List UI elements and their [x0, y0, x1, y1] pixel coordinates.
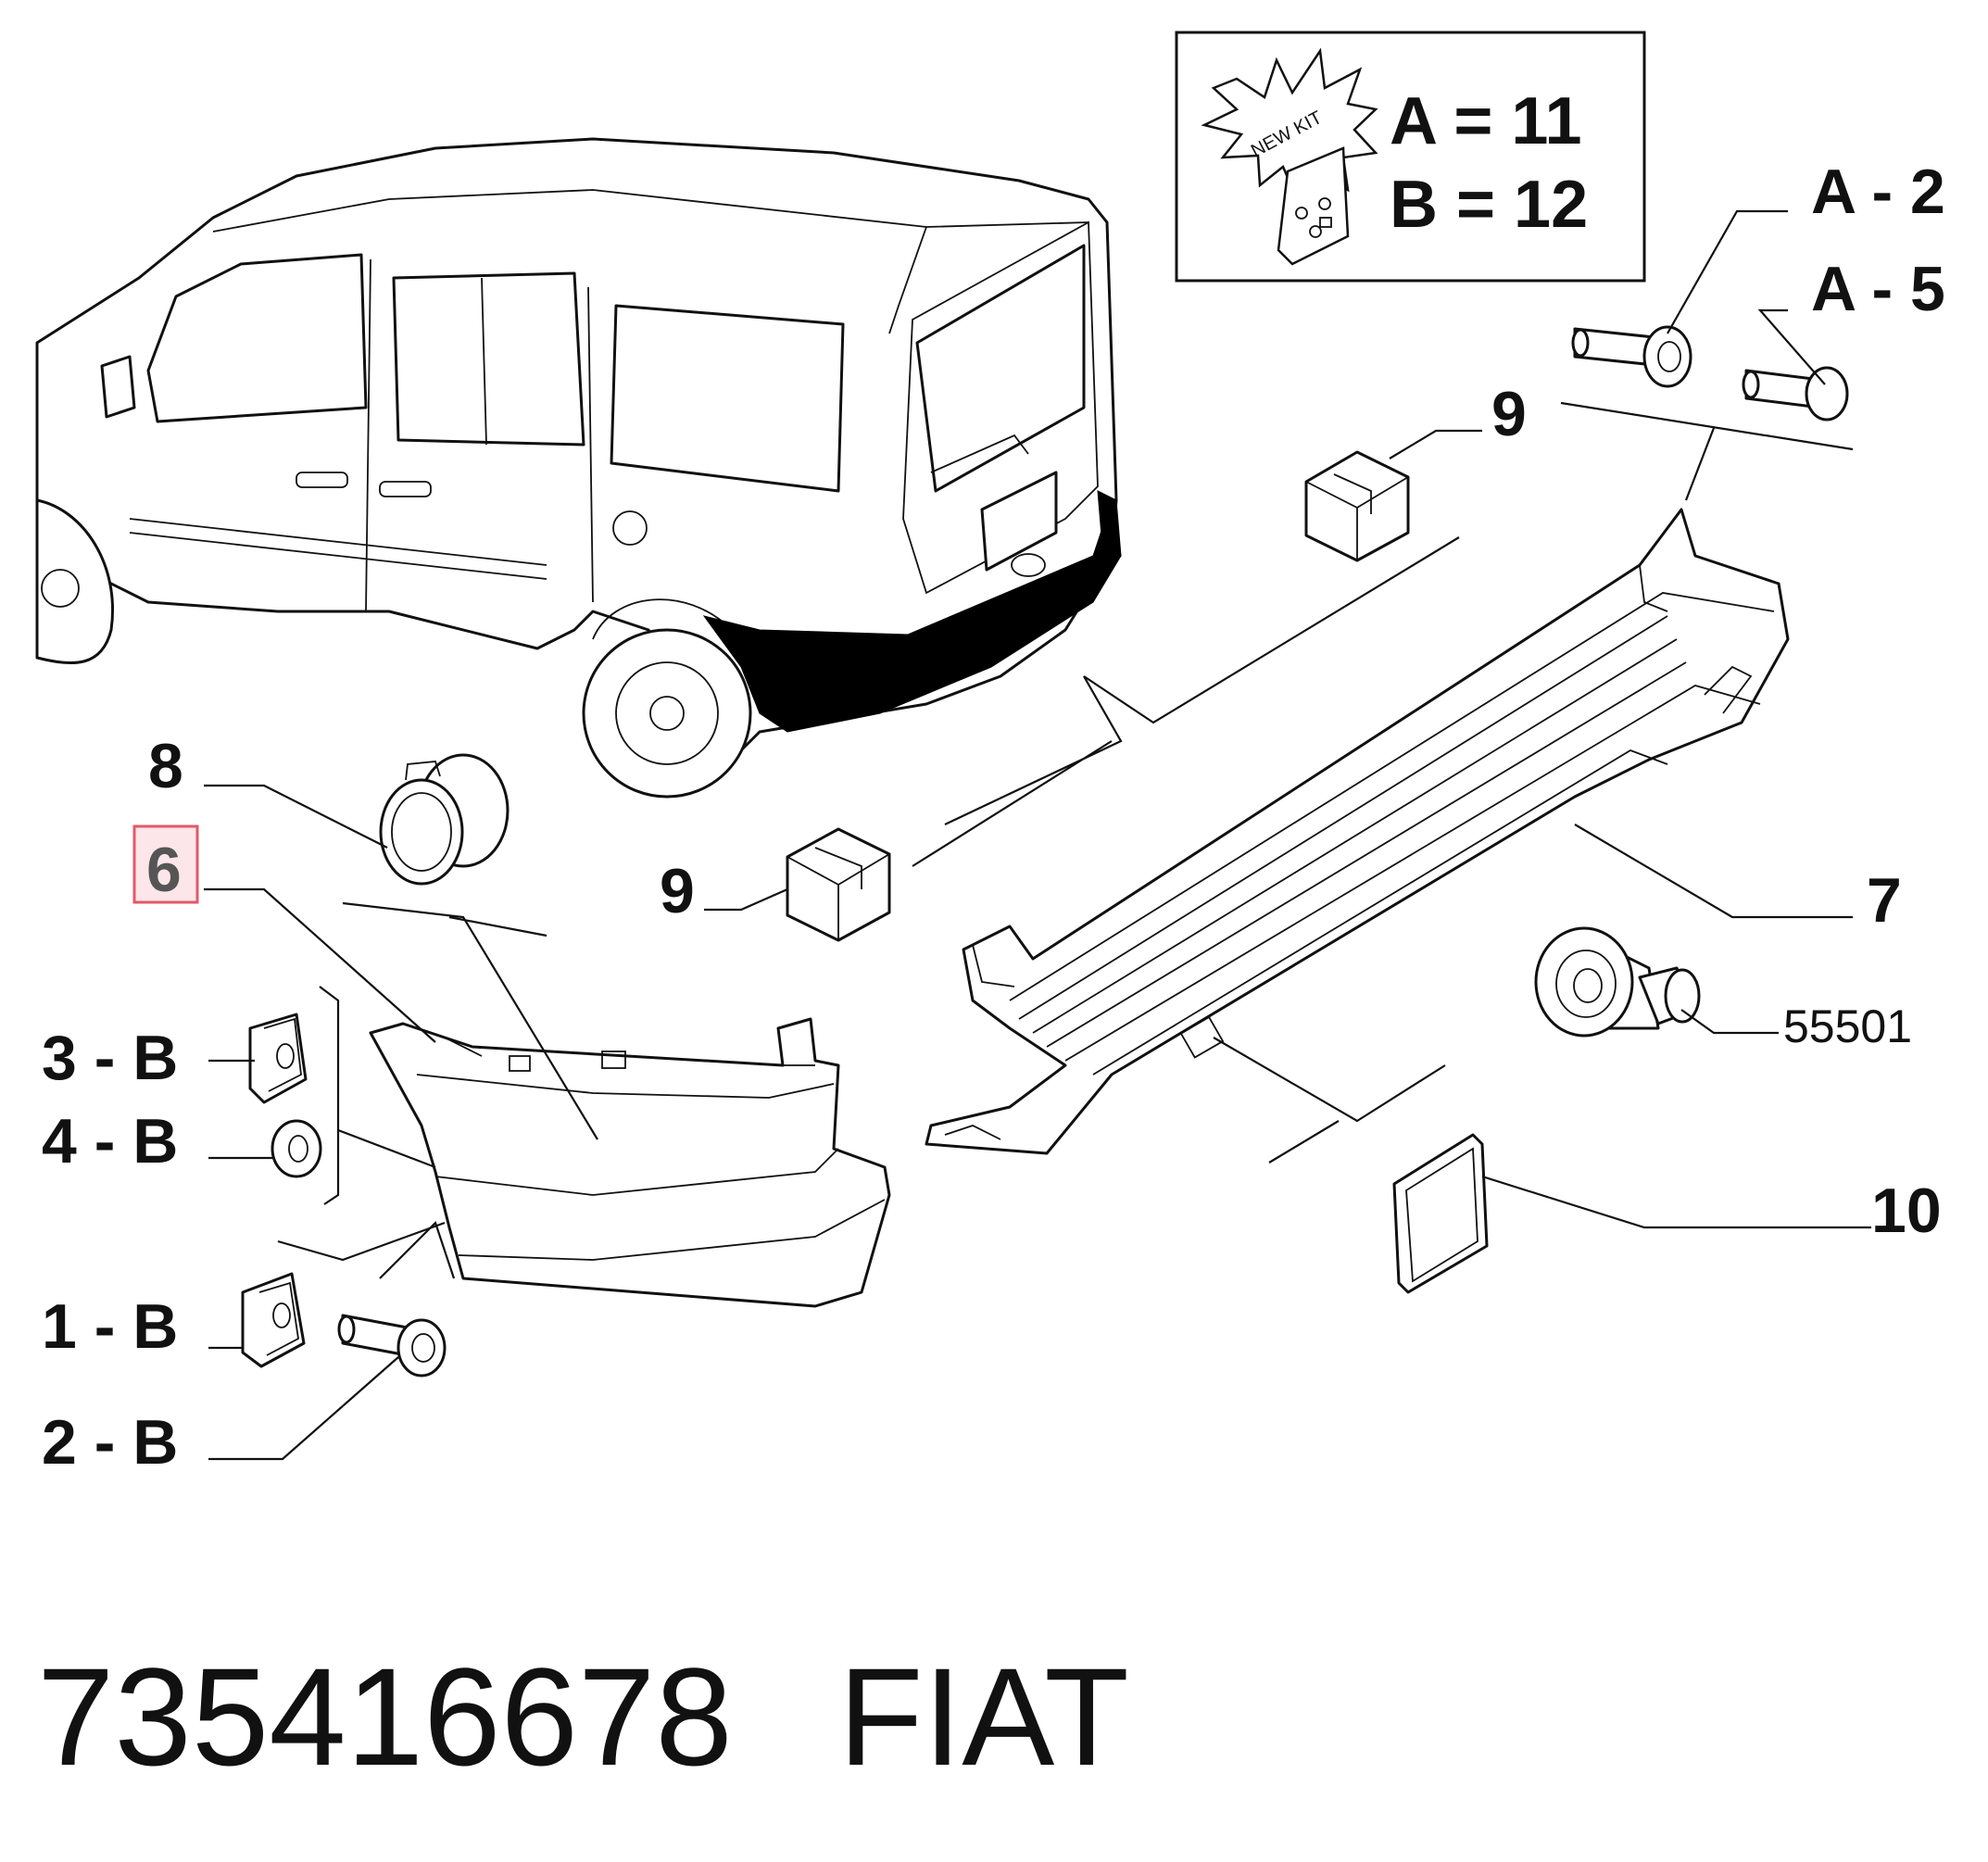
label-1b: 1 - B — [42, 1291, 178, 1362]
label-3b: 3 - B — [42, 1023, 178, 1093]
label-4b: 4 - B — [42, 1106, 178, 1176]
label-9-mid: 9 — [660, 856, 695, 926]
brand-name: FIAT — [838, 1639, 1129, 1794]
label-6-highlighted: 6 — [146, 835, 182, 905]
label-7: 7 — [1867, 865, 1902, 936]
clip-9-top — [1304, 450, 1410, 562]
van-illustration — [35, 137, 1122, 799]
plate-10 — [1392, 1133, 1489, 1294]
label-9-top: 9 — [1491, 379, 1527, 449]
highlight-box-6 — [132, 824, 199, 904]
rear-bumper-7 — [925, 508, 1790, 1155]
bumper-corner-6 — [369, 1017, 891, 1308]
label-a2: A - 2 — [1811, 157, 1945, 227]
legend-box: NEW KIT A = 11 B = 12 — [1175, 31, 1646, 283]
label-55501: 55501 — [1783, 1000, 1912, 1052]
callout-labels: A - 2 A - 5 9 8 6 9 7 55501 3 - B 4 - B … — [42, 157, 1945, 1478]
footer: 735416678 FIAT — [37, 1639, 1129, 1794]
bolt-a5 — [1742, 366, 1849, 421]
clip-3b — [248, 1013, 308, 1104]
leader-lines — [204, 209, 1871, 1461]
washer-4b — [271, 1119, 322, 1178]
bolt-2b — [337, 1314, 447, 1378]
kit-bag-icon — [1277, 146, 1350, 266]
bolt-a2 — [1571, 325, 1692, 388]
label-10: 10 — [1871, 1176, 1942, 1246]
label-8: 8 — [148, 731, 183, 801]
cap-8 — [379, 753, 510, 886]
bushing-55501 — [1534, 926, 1701, 1038]
label-2b: 2 - B — [42, 1407, 178, 1478]
part-number: 735416678 — [37, 1639, 733, 1794]
label-a5: A - 5 — [1811, 254, 1945, 324]
legend-line-b: B = 12 — [1390, 168, 1588, 242]
clip-1b — [241, 1272, 306, 1368]
clip-9-mid — [786, 827, 891, 942]
legend-line-a: A = 11 — [1390, 84, 1582, 158]
